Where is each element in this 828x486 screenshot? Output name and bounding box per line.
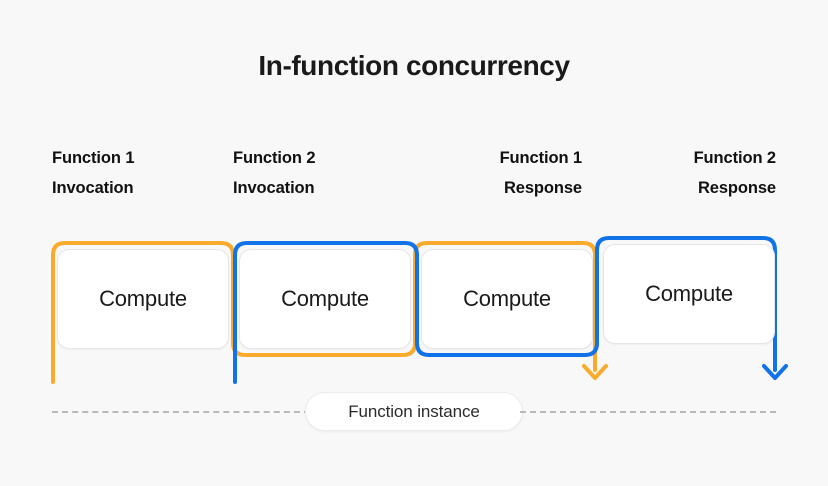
function-instance-label: Function instance xyxy=(348,401,480,421)
function-2-flow-arrow-icon xyxy=(762,364,788,380)
function-1-flow-arrow-icon xyxy=(582,364,608,380)
compute-box: Compute xyxy=(603,244,775,344)
function-instance-rule-right xyxy=(520,411,776,413)
page-title: In-function concurrency xyxy=(258,50,570,81)
compute-box-label: Compute xyxy=(99,286,187,311)
compute-box-label: Compute xyxy=(463,286,551,311)
compute-box: Compute xyxy=(57,249,229,349)
caption-function-2-invocation: Function 2 Invocation xyxy=(233,149,316,197)
caption-function-1-invocation: Function 1 Invocation xyxy=(52,149,135,197)
compute-box-label: Compute xyxy=(281,286,369,311)
caption-function-2-response: Function 2 Response xyxy=(693,149,777,197)
compute-box: Compute xyxy=(421,249,593,349)
compute-box: Compute xyxy=(239,249,411,349)
compute-box-label: Compute xyxy=(645,281,733,306)
caption-function-1-response: Function 1 Response xyxy=(499,149,583,197)
function-instance-rule-left xyxy=(52,411,310,413)
function-instance-badge: Function instance xyxy=(305,392,523,431)
